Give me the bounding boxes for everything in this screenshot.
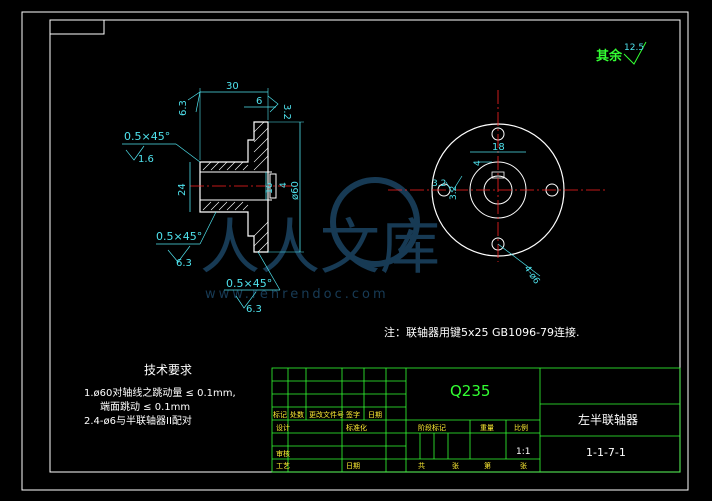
corner-tag	[49, 19, 105, 35]
roughness-symbol	[623, 41, 647, 65]
roughness-key: 3.2	[432, 179, 446, 189]
roughness-label: 其余	[596, 48, 623, 64]
roughness-1: 1.6	[138, 154, 154, 165]
row-weight: 重量	[480, 424, 494, 432]
roughness-value: 12.5	[624, 43, 644, 53]
dim-key: 4	[473, 160, 483, 166]
roughness-2: 6.3	[176, 258, 192, 269]
chamfer-3: 0.5×45°	[226, 277, 272, 290]
note: 注：联轴器用键5x25 GB1096-79连接.	[384, 325, 580, 339]
col-doc: 更改文件号	[309, 410, 344, 419]
row-review: 审核	[276, 449, 290, 458]
tech-requirements: 技术要求 1.ø60对轴线之跳动量 ≤ 0.1mm, 端面跳动 ≤ 0.1mm …	[84, 363, 236, 427]
tech-line-3: 2.4-ø6与半联轴器II配对	[84, 414, 192, 427]
watermark: 人人文库 www.renrendoc.com	[200, 177, 440, 302]
material: Q235	[450, 382, 490, 400]
col-count: 处数	[290, 410, 304, 419]
row-sheet: 第	[484, 461, 491, 470]
row-design: 设计	[276, 423, 290, 432]
row-ratio: 比例	[514, 423, 528, 432]
row-page: 张	[452, 461, 459, 470]
hole-callout: 4-ø6	[522, 264, 542, 287]
tech-line-1: 1.ø60对轴线之跳动量 ≤ 0.1mm,	[84, 386, 236, 399]
side-view: 30 6 6.3 3.2 24 16 4 ø60 0.5×45° 1.6 0.5…	[122, 81, 304, 315]
col-sign: 签字	[346, 410, 360, 419]
roughness-top: 6.3	[178, 100, 189, 116]
roughness-flange: 3.2	[281, 104, 292, 120]
row-page-2: 张	[520, 461, 527, 470]
title-block	[271, 367, 681, 473]
scale: 1:1	[516, 447, 530, 457]
tech-title: 技术要求	[144, 363, 192, 377]
dim-hub: 24	[177, 183, 188, 196]
part-name: 左半联轴器	[578, 412, 638, 427]
chamfer-1: 0.5×45°	[124, 130, 170, 143]
tech-line-2: 端面跳动 ≤ 0.1mm	[100, 400, 190, 413]
col-date: 日期	[368, 411, 382, 419]
drawing-number: 1-1-7-1	[586, 446, 626, 459]
row-standard: 标准化	[346, 423, 367, 432]
outer-frame	[21, 11, 689, 491]
dim-length-total: 30	[226, 81, 239, 92]
row-approve: 日期	[346, 462, 360, 470]
row-total: 共	[418, 461, 425, 470]
col-mark: 标记	[273, 410, 287, 419]
roughness-3: 6.3	[246, 304, 262, 315]
dim-flange-bore: 4	[279, 182, 289, 188]
dim-outer-dia: ø60	[290, 181, 301, 200]
roughness-key-2: 3.2	[449, 186, 459, 200]
dim-flange-width: 6	[256, 96, 262, 107]
watermark-text: 人人文库	[200, 213, 440, 283]
row-stage-mark: 阶段标记	[418, 423, 446, 432]
dim-bore: 16	[265, 182, 275, 194]
watermark-url: www.renrendoc.com	[205, 287, 389, 302]
dim-keyway: 18	[492, 142, 505, 153]
chamfer-2: 0.5×45°	[156, 230, 202, 243]
row-process: 工艺	[276, 462, 290, 470]
